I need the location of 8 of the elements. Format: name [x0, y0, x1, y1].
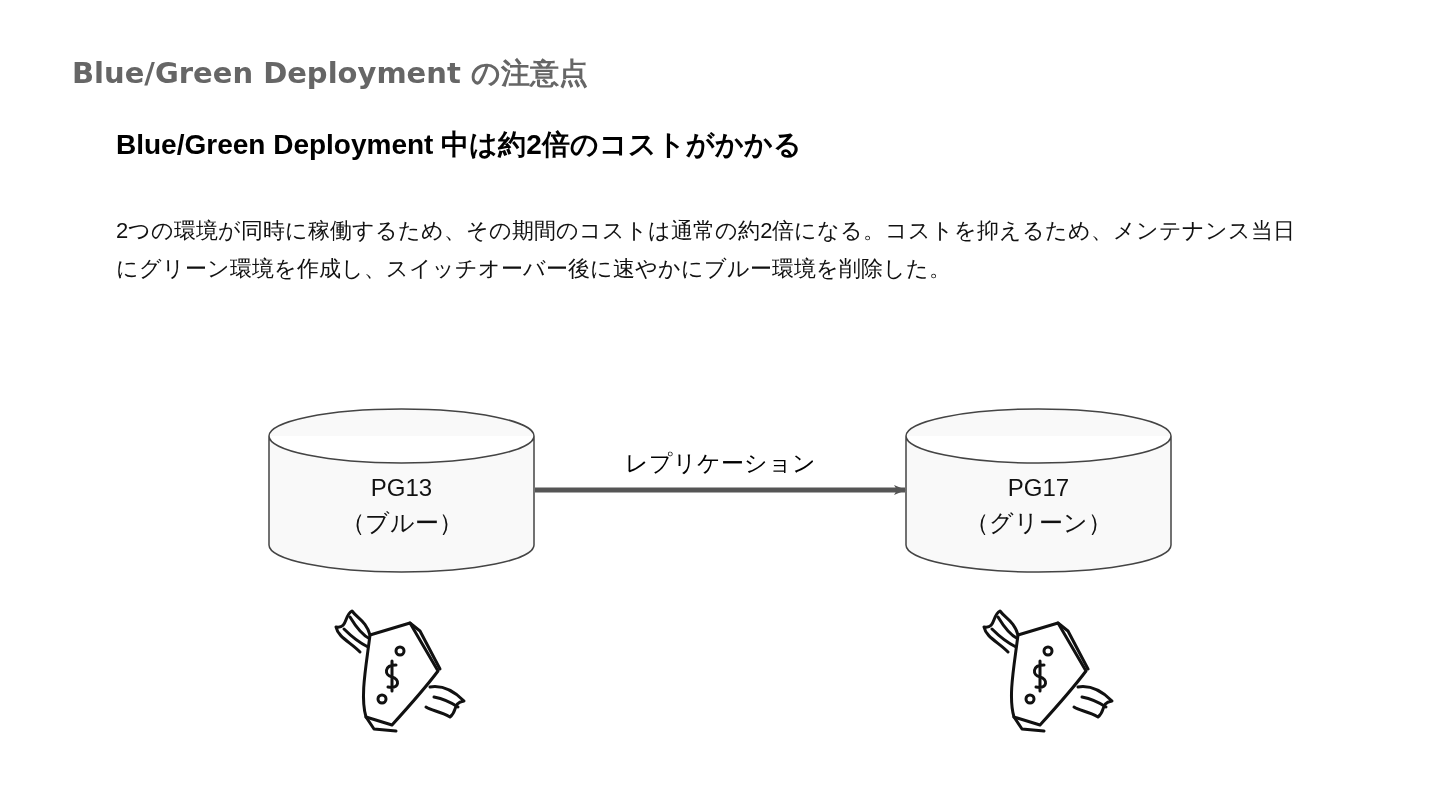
node-label: （グリーン） — [964, 508, 1113, 538]
node-label: （ブルー） — [339, 508, 464, 538]
heading: Blue/Green Deployment 中は約2倍のコストがかかる — [116, 128, 802, 162]
node-label: PG13 — [369, 474, 434, 502]
arrow — [535, 485, 906, 495]
node-label: PG17 — [1006, 474, 1071, 502]
slide-title: Blue/Green Deployment の注意点 — [72, 55, 588, 92]
paragraph: 2つの環境が同時に稼働するため、その期間のコストは通常の約2倍になる。コストを抑えるため、メンテナンス当日にグリーン環境を作成し、スイッチオーバー後に速やかにブルー環境を削除した。 — [116, 217, 1297, 283]
